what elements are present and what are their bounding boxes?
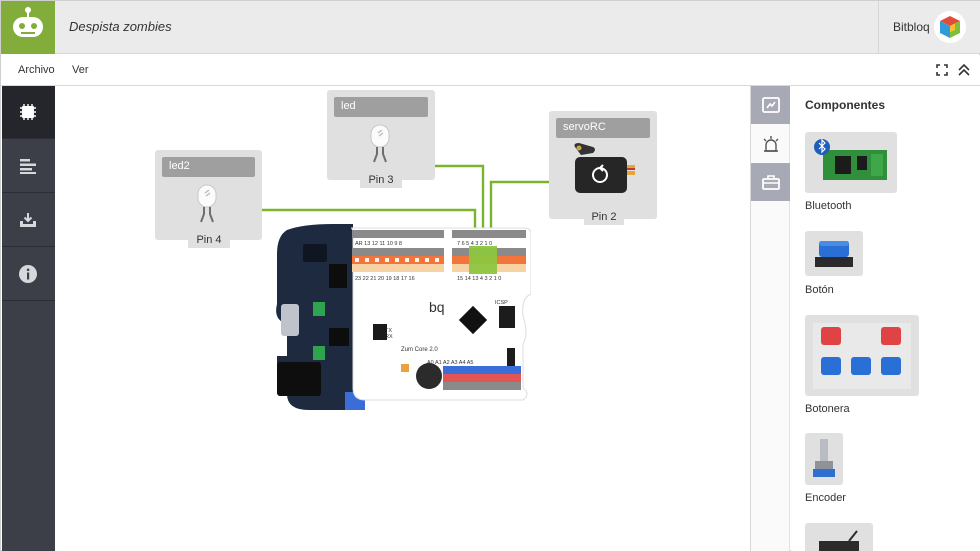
tab-components[interactable] [751, 125, 790, 163]
palette-label: Bluetooth [805, 200, 852, 212]
download-tray-icon [20, 213, 36, 227]
palette-bluetooth[interactable] [805, 132, 897, 193]
bitbloq-logo[interactable] [1, 1, 55, 54]
component-name[interactable]: servoRC [556, 118, 650, 138]
component-led2[interactable]: led2 Pin 4 [155, 150, 262, 248]
wires [262, 164, 551, 232]
robot-icon [13, 7, 43, 37]
button-pad-icon [813, 323, 911, 389]
component-led[interactable]: led Pin 3 [327, 90, 435, 188]
palette-label: Encoder [805, 492, 846, 504]
header: Despista zombies Bitbloq [1, 1, 980, 54]
user-avatar[interactable] [934, 11, 966, 43]
menu-archivo[interactable]: Archivo [18, 64, 55, 76]
collapse-up-icon[interactable] [956, 62, 972, 78]
svg-text:23 22 21 20 19 18 17 16: 23 22 21 20 19 18 17 16 [355, 276, 415, 282]
led-icon [370, 124, 390, 163]
hardware-canvas[interactable]: led2 Pin 4 led Pin 3 servoRC [55, 86, 750, 551]
board-tab-icon [762, 97, 780, 113]
cube-avatar-icon [934, 11, 966, 43]
bluetooth-module-icon [814, 138, 887, 180]
sidebar-item-export[interactable] [2, 194, 55, 247]
components-panel: Componentes Bluetooth Botón [791, 86, 980, 551]
pin-label: Pin 4 [188, 234, 230, 248]
tab-robots[interactable] [751, 163, 790, 201]
board-graphic: AR 13 12 11 10 9 8 7 6 5 4 3 2 1 0 23 22… [276, 224, 532, 410]
wire-servo [489, 180, 551, 232]
component-name[interactable]: led [334, 97, 428, 117]
align-left-icon [20, 159, 36, 174]
wire-led [434, 164, 485, 232]
panel-title: Componentes [805, 98, 886, 112]
component-name[interactable]: led2 [162, 157, 255, 177]
palette-botonera[interactable] [805, 315, 919, 396]
chip-icon [20, 104, 36, 120]
svg-text:Zum Core 2.0: Zum Core 2.0 [401, 347, 438, 353]
component-servorc[interactable]: servoRC Pin 2 [549, 111, 657, 225]
beacon-tab-icon [763, 136, 779, 152]
encoder-icon [813, 439, 835, 477]
palette-boton[interactable] [805, 231, 863, 276]
svg-text:ICSP: ICSP [495, 300, 508, 306]
sidebar-item-software[interactable] [2, 140, 55, 193]
header-separator [878, 1, 879, 54]
project-title[interactable]: Despista zombies [69, 19, 172, 34]
led-icon [197, 184, 217, 223]
palette-label: Botonera [805, 403, 850, 415]
palette-encoder[interactable] [805, 433, 843, 485]
svg-text:A0 A1 A2 A3 A4 A5: A0 A1 A2 A3 A4 A5 [427, 360, 474, 366]
bq-logo: bq [429, 299, 445, 315]
sidebar-item-info[interactable] [2, 248, 55, 301]
svg-text:RX: RX [385, 334, 393, 340]
wire-led2 [262, 208, 477, 232]
servo-icon [574, 143, 635, 193]
svg-text:TX: TX [385, 328, 392, 334]
device-icon [819, 530, 859, 551]
palette-next[interactable] [805, 523, 873, 551]
svg-text:15 14 13 4 3 2 1 0: 15 14 13 4 3 2 1 0 [457, 276, 501, 282]
component-tabs [750, 86, 790, 551]
zum-core-board[interactable]: AR 13 12 11 10 9 8 7 6 5 4 3 2 1 0 23 22… [273, 224, 532, 411]
pin-label: Pin 3 [360, 174, 402, 188]
user-name[interactable]: Bitbloq [893, 20, 930, 34]
toolbox-tab-icon [762, 175, 780, 190]
sidebar-item-hardware[interactable] [2, 86, 55, 139]
info-icon [19, 265, 37, 283]
pin-label: Pin 2 [584, 211, 624, 225]
tab-boards[interactable] [751, 86, 790, 124]
left-sidebar [2, 86, 55, 551]
menu-ver[interactable]: Ver [72, 64, 89, 76]
palette-label: Botón [805, 284, 834, 296]
menubar: Archivo Ver [1, 55, 980, 86]
svg-text:AR 13 12 11 10 9 8: AR 13 12 11 10 9 8 [355, 241, 402, 247]
fullscreen-icon[interactable] [934, 62, 950, 78]
svg-text:7 6 5 4 3 2 1 0: 7 6 5 4 3 2 1 0 [457, 241, 492, 247]
push-button-icon [815, 241, 853, 267]
